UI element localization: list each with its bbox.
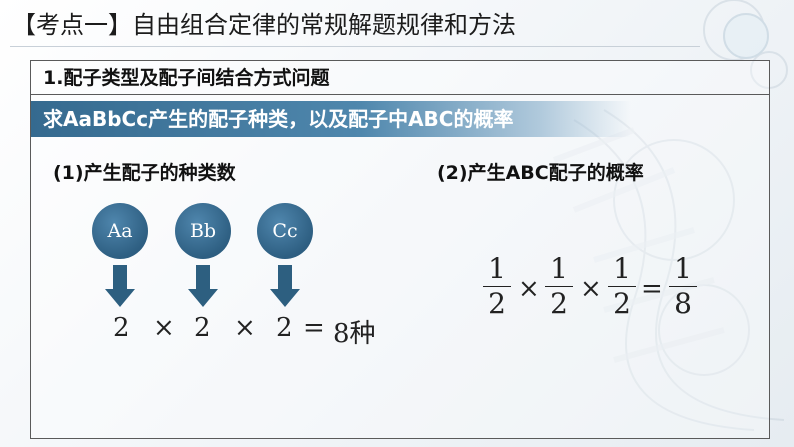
- fraction-denominator: 2: [488, 287, 506, 320]
- fraction-denominator: 8: [674, 287, 692, 320]
- count-bb: 2: [194, 313, 211, 343]
- down-arrow-icon: [188, 265, 218, 307]
- fraction-numerator: 1: [488, 252, 506, 285]
- part2-subtitle: (2)产生ABC配子的概率: [437, 162, 644, 184]
- fraction-factor: 1 2: [482, 254, 512, 319]
- section-heading: 1.配子类型及配子间结合方式问题: [31, 61, 769, 95]
- gene-circle-aa: Aa: [92, 203, 148, 259]
- gene-circle-cc: Cc: [257, 203, 313, 259]
- times-sign: ×: [234, 313, 256, 343]
- slide-title: 【考点一】自由组合定律的常规解题规律和方法: [12, 11, 516, 39]
- equals-sign: =: [641, 274, 663, 304]
- fraction-numerator: 1: [674, 252, 692, 285]
- fraction-denominator: 2: [550, 287, 568, 320]
- gene-circle-bb: Bb: [175, 203, 231, 259]
- fraction-numerator: 1: [613, 252, 631, 285]
- down-arrow-icon: [105, 265, 135, 307]
- equals-sign: =: [303, 313, 325, 343]
- content-frame: 1.配子类型及配子间结合方式问题 求AaBbCc产生的配子种类，以及配子中ABC…: [30, 60, 770, 439]
- fraction-factor: 1 2: [544, 254, 574, 319]
- fraction-bar: [669, 286, 697, 287]
- gamete-type-count: 8种: [333, 319, 376, 349]
- fraction-denominator: 2: [613, 287, 631, 320]
- molecule-background: [552, 0, 788, 431]
- fraction-numerator: 1: [550, 252, 568, 285]
- count-cc: 2: [276, 313, 293, 343]
- fraction-bar: [608, 286, 636, 287]
- times-sign: ×: [580, 274, 602, 304]
- part1-subtitle: (1)产生配子的种类数: [53, 162, 236, 184]
- times-sign: ×: [518, 274, 540, 304]
- down-arrow-icon: [270, 265, 300, 307]
- fraction-factor: 1 2: [607, 254, 637, 319]
- fraction-result: 1 8: [668, 254, 698, 319]
- question-banner: 求AaBbCc产生的配子种类，以及配子中ABC的概率: [31, 101, 631, 137]
- title-divider: [10, 46, 700, 47]
- count-aa: 2: [113, 313, 130, 343]
- fraction-bar: [545, 286, 573, 287]
- times-sign: ×: [153, 313, 175, 343]
- question-text: 求AaBbCc产生的配子种类，以及配子中ABC的概率: [43, 107, 514, 131]
- fraction-bar: [483, 286, 511, 287]
